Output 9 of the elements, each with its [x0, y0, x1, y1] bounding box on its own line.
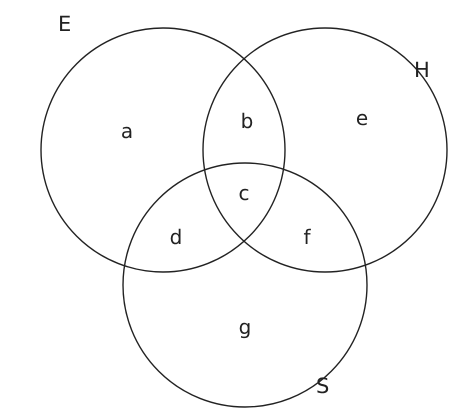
region-label: g: [238, 317, 252, 337]
region-label: a: [120, 121, 134, 141]
set-label: H: [414, 60, 430, 81]
region-label: b: [240, 111, 254, 131]
region-label: e: [356, 108, 368, 128]
set-label: E: [58, 14, 72, 35]
region-label: f: [303, 227, 311, 247]
region-label: d: [170, 227, 182, 247]
region-label: c: [238, 183, 250, 203]
